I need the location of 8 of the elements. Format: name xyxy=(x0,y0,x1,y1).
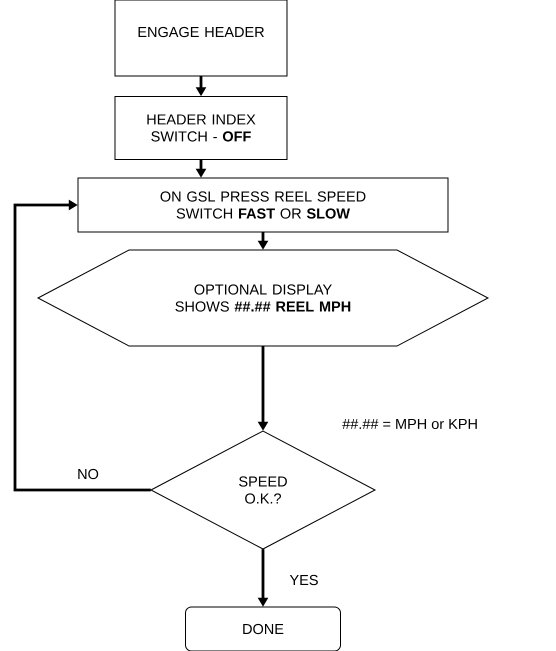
terminal-box: DONE xyxy=(185,606,341,651)
edge-label: YES xyxy=(288,574,320,586)
edge-label: NO xyxy=(76,468,100,480)
note-text: ##.## = MPH or KPH xyxy=(342,418,477,430)
process-box: HEADER INDEX SWITCH - OFF xyxy=(114,96,288,160)
arrow xyxy=(14,200,151,492)
process-box: ENGAGE HEADER xyxy=(114,0,288,76)
process-box: ON GSL PRESS REEL SPEED SWITCH FAST OR SLOW xyxy=(78,178,448,232)
